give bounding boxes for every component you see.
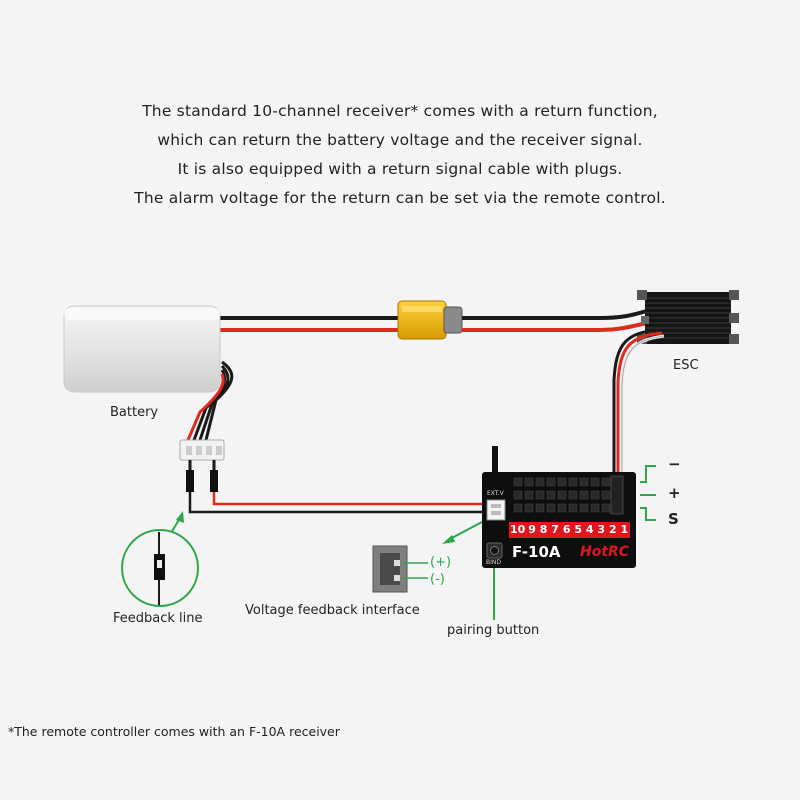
polarity-signal: S	[668, 510, 679, 528]
battery-label: Battery	[110, 405, 159, 420]
intro-line-4: The alarm voltage for the return can be …	[134, 189, 666, 207]
channel-number: 10	[509, 523, 526, 536]
balance-wires	[186, 360, 234, 441]
receiver-model: F-10A	[512, 543, 561, 561]
feedback-line-zoom	[121, 529, 199, 607]
receiver-brand: HotRC	[580, 544, 630, 560]
receiver	[482, 446, 636, 568]
intro-line-3: It is also equipped with a return signal…	[177, 160, 623, 178]
feedback-line-label: Feedback line	[113, 611, 203, 626]
channel-number: 2	[608, 523, 617, 536]
footnote: *The remote controller comes with an F-1…	[8, 724, 340, 739]
esc-module	[637, 290, 739, 344]
balance-connector	[179, 439, 225, 461]
channel-number: 9	[528, 523, 536, 536]
channel-number: 4	[585, 523, 594, 536]
voltage-interface-label: Voltage feedback interface	[245, 603, 420, 618]
channel-number: 1	[620, 523, 629, 536]
bind-label: BIND	[486, 559, 501, 566]
channel-number: 7	[551, 523, 559, 536]
channel-number: 5	[574, 523, 582, 536]
feedback-lead	[186, 460, 490, 514]
channel-numbers: 10 9 8 7 6 5 4 3 2 1	[509, 522, 630, 538]
channel-number: 3	[597, 523, 606, 536]
minus-marker: (-)	[430, 572, 445, 587]
polarity-brackets	[640, 465, 656, 521]
esc-label: ESC	[673, 358, 699, 373]
polarity-minus: −	[668, 455, 681, 473]
polarity-plus: +	[668, 484, 681, 502]
intro-line-2: which can return the battery voltage and…	[157, 131, 643, 149]
battery-main-wires	[215, 316, 400, 332]
intro-line-1: The standard 10-channel receiver* comes …	[142, 102, 658, 120]
intro-text: The standard 10-channel receiver* comes …	[0, 97, 800, 213]
xt-connector	[397, 300, 463, 340]
battery-pack	[63, 305, 221, 393]
plus-marker: (+)	[430, 555, 452, 570]
esc-signal-cable	[612, 328, 665, 492]
esc-power-wires	[462, 308, 653, 332]
channel-number: 6	[562, 523, 571, 536]
ext-v-label: EXT.V	[487, 490, 504, 497]
channel-number: 8	[539, 523, 548, 536]
callout-arrows	[167, 511, 495, 620]
voltage-interface-plug	[372, 545, 428, 593]
pairing-button-label: pairing button	[447, 623, 540, 638]
